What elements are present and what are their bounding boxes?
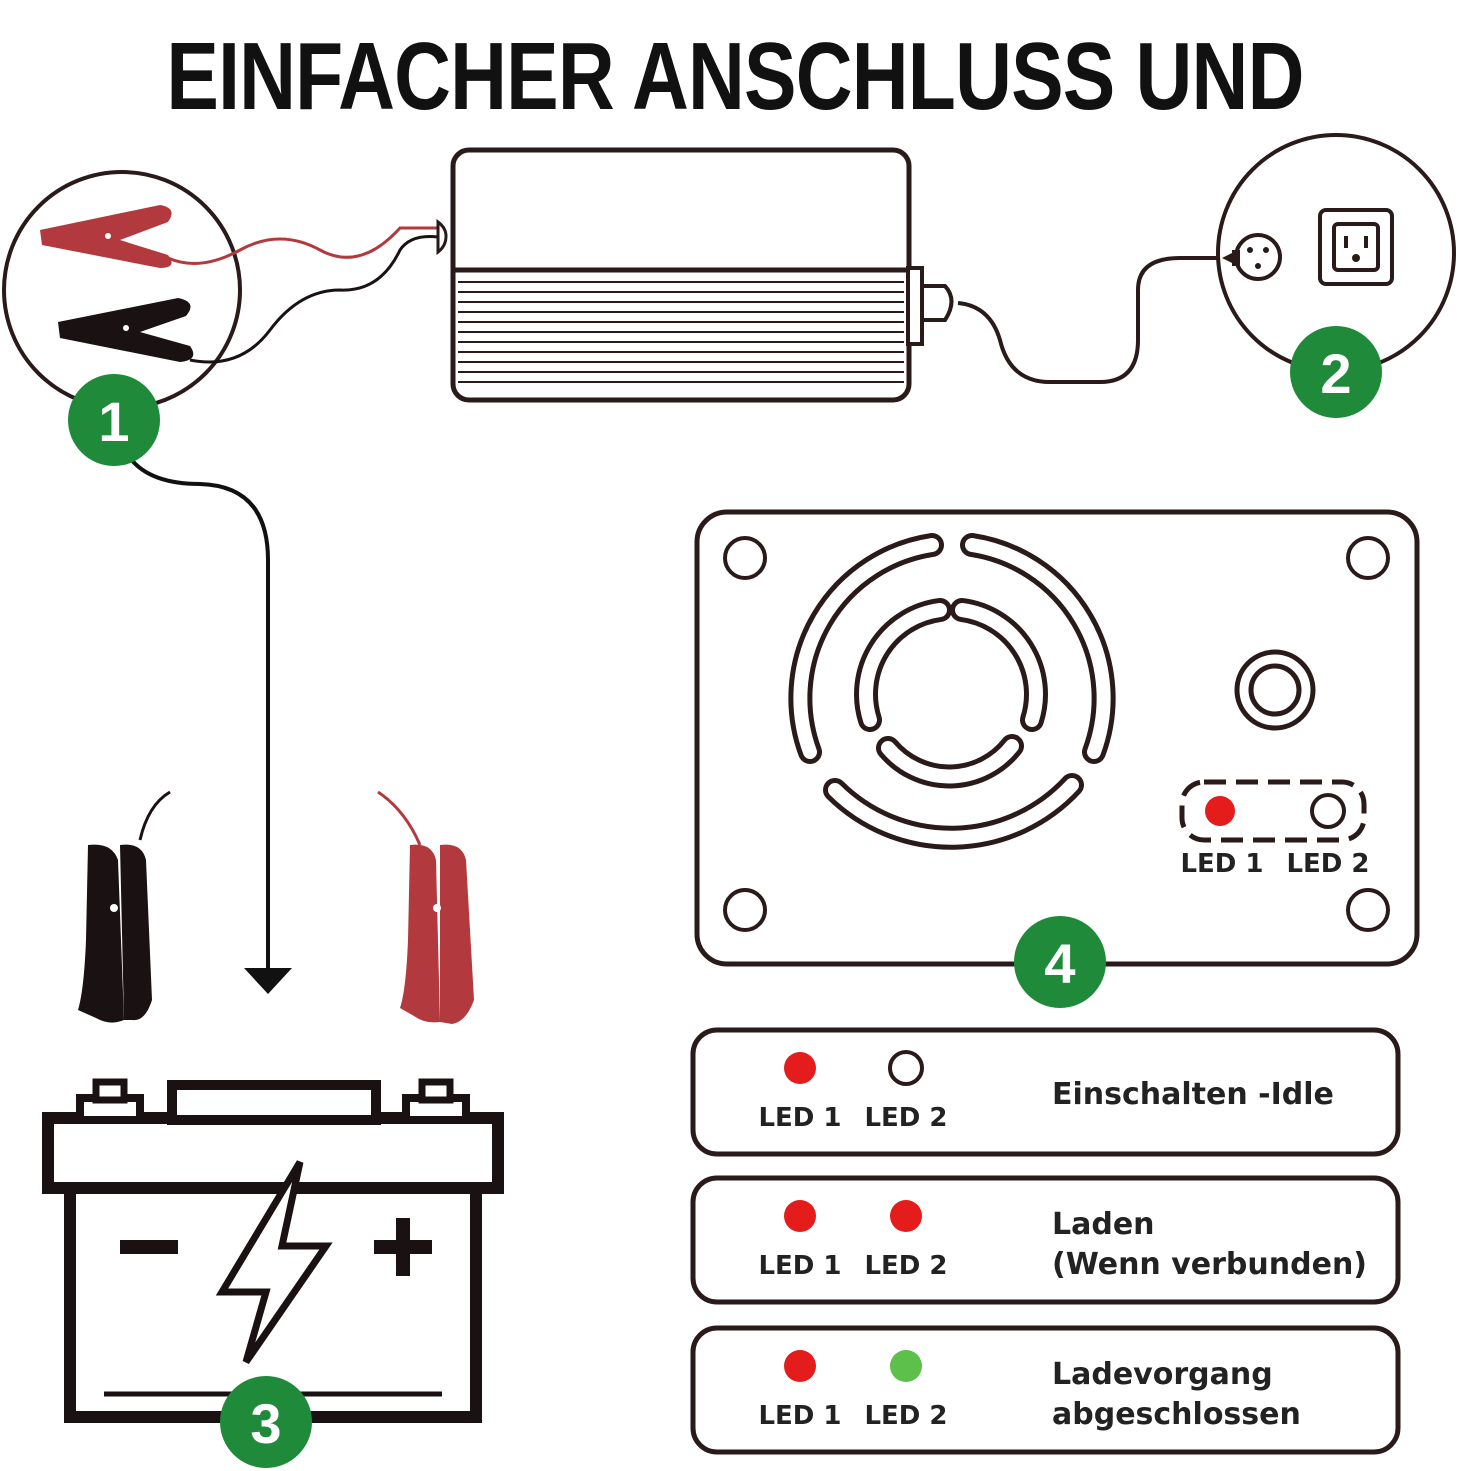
status-led-1-label: LED 1 [758,1401,841,1431]
socket-icon [1318,208,1394,286]
status-led-2 [890,1200,922,1232]
svg-text:2: 2 [1320,342,1351,405]
fan-icon [788,533,1116,850]
clamp-red-icon [40,205,445,268]
charger-icon [436,147,954,403]
status-row-frame [690,1175,1401,1305]
status-led-1 [784,1052,816,1084]
svg-text:1: 1 [98,390,129,453]
status-row: LED 1 LED 2 Laden (Wenn verbunden) [690,1175,1401,1305]
step-badge-3: 3 [220,1376,312,1468]
clamp-black-icon [58,235,446,364]
status-description: Laden [1052,1207,1155,1242]
status-led-2 [888,1050,924,1086]
lightning-icon [215,1160,333,1364]
connection-arrow [128,456,270,972]
status-led-1 [784,1350,816,1382]
plug-icon [1222,233,1282,281]
clamp-red-lower-icon [377,790,474,1024]
status-led-2 [890,1350,922,1382]
step-badge-4: 4 [1014,916,1106,1008]
step-badge-2: 2 [1290,326,1382,418]
status-led-1-label: LED 1 [758,1251,841,1281]
status-description-line2: (Wenn verbunden) [1052,1247,1367,1282]
status-row: LED 1 LED 2 Einschalten -Idle [690,1027,1401,1157]
status-led-1 [784,1200,816,1232]
battery-icon [42,1078,504,1423]
status-row: LED 1 LED 2 Ladevorgang abgeschlossen [690,1325,1401,1455]
status-led-2-label: LED 2 [864,1251,947,1281]
status-row-frame [690,1325,1401,1455]
status-led-1-label: LED 1 [758,1103,841,1133]
panel-led1-label: LED 1 [1180,849,1263,879]
status-led-2-label: LED 2 [864,1401,947,1431]
led-2-indicator [1310,793,1346,829]
clamps-callout [2,170,446,410]
svg-text:4: 4 [1044,932,1075,995]
status-description-line2: abgeschlossen [1052,1397,1301,1432]
status-description: Ladevorgang [1052,1357,1273,1392]
step-badge-1: 1 [68,374,160,466]
arrow-head-icon [244,968,292,994]
led-1-indicator [1205,796,1235,826]
status-description: Einschalten -Idle [1052,1077,1334,1112]
status-led-2-label: LED 2 [864,1103,947,1133]
svg-text:3: 3 [250,1392,281,1455]
status-row-frame [690,1027,1401,1157]
clamp-black-lower-icon [78,790,171,1023]
charger-front-panel: LED 1 LED 2 [694,509,1420,967]
panel-led2-label: LED 2 [1286,849,1369,879]
power-callout [1216,133,1456,373]
